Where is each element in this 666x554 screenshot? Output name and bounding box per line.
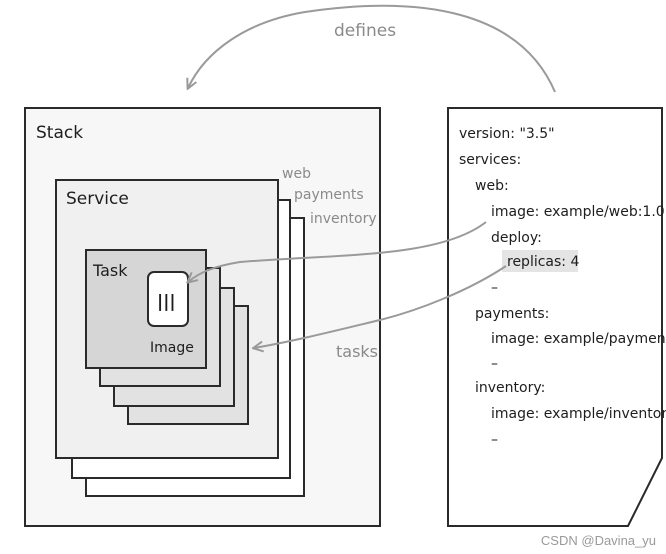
compose-line-deploy: deploy: [491, 230, 542, 246]
task-title: Task [92, 261, 128, 280]
image-label: Image [150, 340, 194, 356]
image-icon [147, 271, 189, 327]
tasks-label: tasks [336, 342, 378, 361]
stack-title: Stack [36, 123, 83, 143]
replicas-highlight [502, 250, 578, 272]
compose-line-dash-3: – [491, 432, 498, 448]
compose-line-payments-image: image: example/payments [491, 331, 666, 347]
compose-line-inventory: inventory: [475, 380, 545, 396]
defines-arrow [188, 4, 556, 93]
service-title: Service [66, 189, 129, 209]
compose-line-dash-1: – [491, 280, 498, 296]
watermark: CSDN @Davina_yu [540, 533, 656, 548]
compose-line-inventory-image: image: example/inventory [491, 406, 666, 422]
compose-line-web-image: image: example/web:1.0 [491, 204, 665, 220]
image-arrow [188, 221, 487, 282]
compose-line-services: services: [459, 152, 521, 168]
compose-file-box [447, 107, 663, 527]
compose-line-dash-2: – [491, 356, 498, 372]
compose-line-version: version: "3.5" [459, 126, 555, 142]
defines-label: defines [334, 21, 396, 41]
compose-line-replicas: replicas: 4 [507, 254, 579, 270]
compose-line-payments: payments: [475, 306, 549, 322]
service-label-payments: payments [294, 187, 364, 203]
compose-line-web: web: [475, 178, 509, 194]
service-label-inventory: inventory [310, 211, 377, 227]
image-icon-glyph: ||| [157, 292, 176, 312]
tasks-arrow [254, 265, 507, 348]
service-label-web: web [282, 166, 311, 182]
